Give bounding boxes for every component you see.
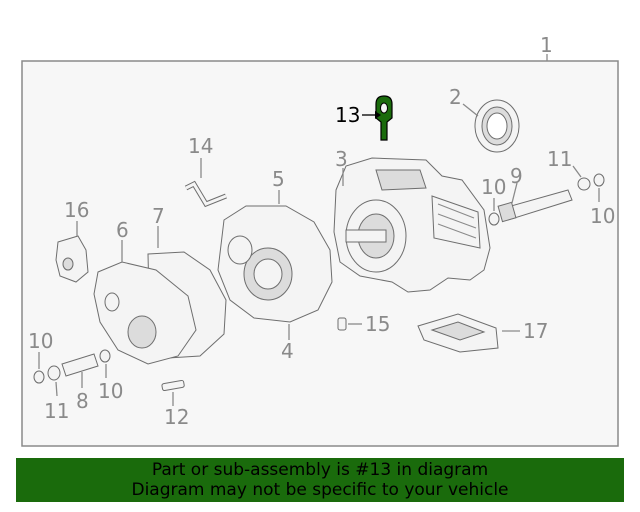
part-3-transmission-housing <box>333 157 491 293</box>
part-11-oring-right <box>577 177 591 191</box>
leader-2 <box>462 103 479 117</box>
callout-5: 5 <box>272 167 285 191</box>
part-15-plug <box>337 317 347 331</box>
callout-14: 14 <box>188 134 213 158</box>
callout-15: 15 <box>365 312 390 336</box>
callout-13: 13 <box>335 103 360 127</box>
callout-3: 3 <box>335 147 348 171</box>
callout-9: 9 <box>510 164 523 188</box>
part-9-shaft <box>497 189 573 223</box>
part-16-bracket <box>55 235 89 283</box>
callout-16: 16 <box>64 198 89 222</box>
leader-9 <box>511 182 518 204</box>
part-10-washer-lower-left <box>33 370 45 384</box>
part-10-washer-right <box>593 173 605 187</box>
leader-11b <box>55 381 58 397</box>
callout-10d: 10 <box>98 379 123 403</box>
notice-line-1: Part or sub-assembly is #13 in diagram <box>151 460 489 480</box>
part-10-washer-left <box>488 212 500 226</box>
part-2-seal <box>474 99 520 153</box>
part-13-bracket <box>375 95 393 141</box>
notice-line-2: Diagram may not be specific to your vehi… <box>131 480 509 500</box>
callout-7: 7 <box>152 204 165 228</box>
part-17-module <box>417 313 499 353</box>
part-14-pipe <box>184 180 227 208</box>
callout-1: 1 <box>540 33 553 57</box>
part-11-oring-lower-left <box>47 365 61 381</box>
leader-11a <box>572 165 582 178</box>
part-8-shaft <box>61 353 99 377</box>
callout-11b: 11 <box>44 399 69 423</box>
callout-6: 6 <box>116 218 129 242</box>
parts-diagram: 1 2 13 3 9 10 10 11 <box>21 33 619 447</box>
callout-12: 12 <box>164 405 189 429</box>
part-6-case <box>93 261 197 365</box>
leader-13-arrowhead <box>375 111 381 119</box>
callout-10a: 10 <box>481 175 506 199</box>
part-12-bolt <box>161 379 185 392</box>
callout-10c: 10 <box>28 329 53 353</box>
callout-2: 2 <box>449 85 462 109</box>
notice-banner: Part or sub-assembly is #13 in diagram D… <box>16 458 624 502</box>
callout-10b: 10 <box>590 204 615 228</box>
part-5-cover <box>217 205 333 323</box>
part-10-washer-lower-mid <box>99 349 111 363</box>
callout-8: 8 <box>76 389 89 413</box>
callout-11a: 11 <box>547 147 572 171</box>
callout-17: 17 <box>523 319 548 343</box>
callout-4: 4 <box>281 339 294 363</box>
